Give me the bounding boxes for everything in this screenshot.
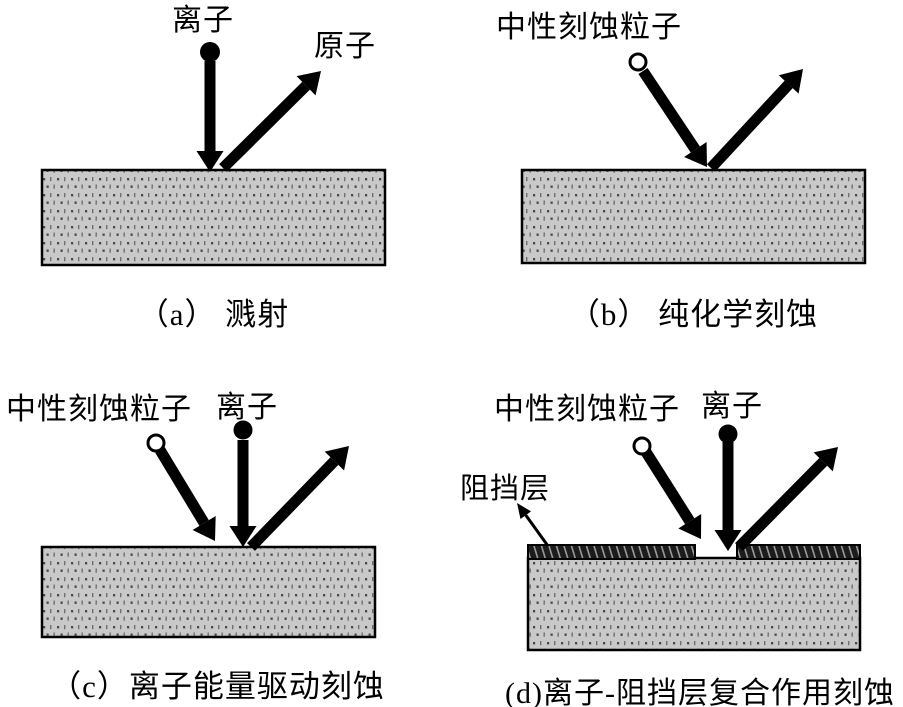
neutral-label-b: 中性刻蚀粒子 (496, 11, 682, 44)
caption-c: （c）离子能量驱动刻蚀 (50, 669, 385, 704)
ion-label-a: 离子 (172, 4, 234, 37)
neutral-particle-icon-d (632, 436, 652, 456)
substrate-a (40, 168, 387, 267)
barrier-label-d: 阻挡层 (460, 473, 551, 505)
ion-incident-arrow-d (714, 442, 742, 551)
ion-particle-icon-a (200, 42, 220, 62)
barrier-layer-right-segment (736, 544, 861, 560)
ion-label-c: 离子 (216, 391, 278, 424)
product-out-arrow-c (247, 446, 349, 551)
caption-d: (d)离子-阻挡层复合作用刻蚀 (505, 677, 895, 707)
product-out-arrow-b (706, 69, 803, 172)
neutral-label-d: 中性刻蚀粒子 (494, 393, 680, 426)
ion-incident-arrow-a (196, 61, 224, 172)
substrate-c (40, 545, 377, 639)
ion-label-d: 离子 (701, 390, 763, 423)
ion-particle-icon-d (718, 424, 738, 444)
neutral-particle-icon-c (146, 433, 166, 453)
atom-ejected-arrow-a (219, 71, 321, 172)
barrier-layer-left-segment (527, 544, 696, 560)
caption-b: （b） 纯化学刻蚀 (568, 297, 819, 332)
ion-particle-icon-c (233, 420, 253, 440)
neutral-incident-arrow-d (641, 449, 702, 539)
neutral-incident-arrow-b (638, 67, 707, 167)
caption-a: （a） 溅射 (137, 297, 290, 332)
substrate-d (526, 556, 862, 652)
barrier-pointer-arrow-d (517, 503, 550, 547)
atom-label-a: 原子 (314, 30, 376, 63)
neutral-particle-icon-b (628, 52, 648, 72)
product-out-arrow-d (735, 447, 838, 551)
neutral-incident-arrow-c (155, 447, 216, 541)
substrate-b (520, 168, 867, 265)
ion-incident-arrow-c (229, 440, 257, 547)
neutral-label-c: 中性刻蚀粒子 (6, 393, 192, 426)
